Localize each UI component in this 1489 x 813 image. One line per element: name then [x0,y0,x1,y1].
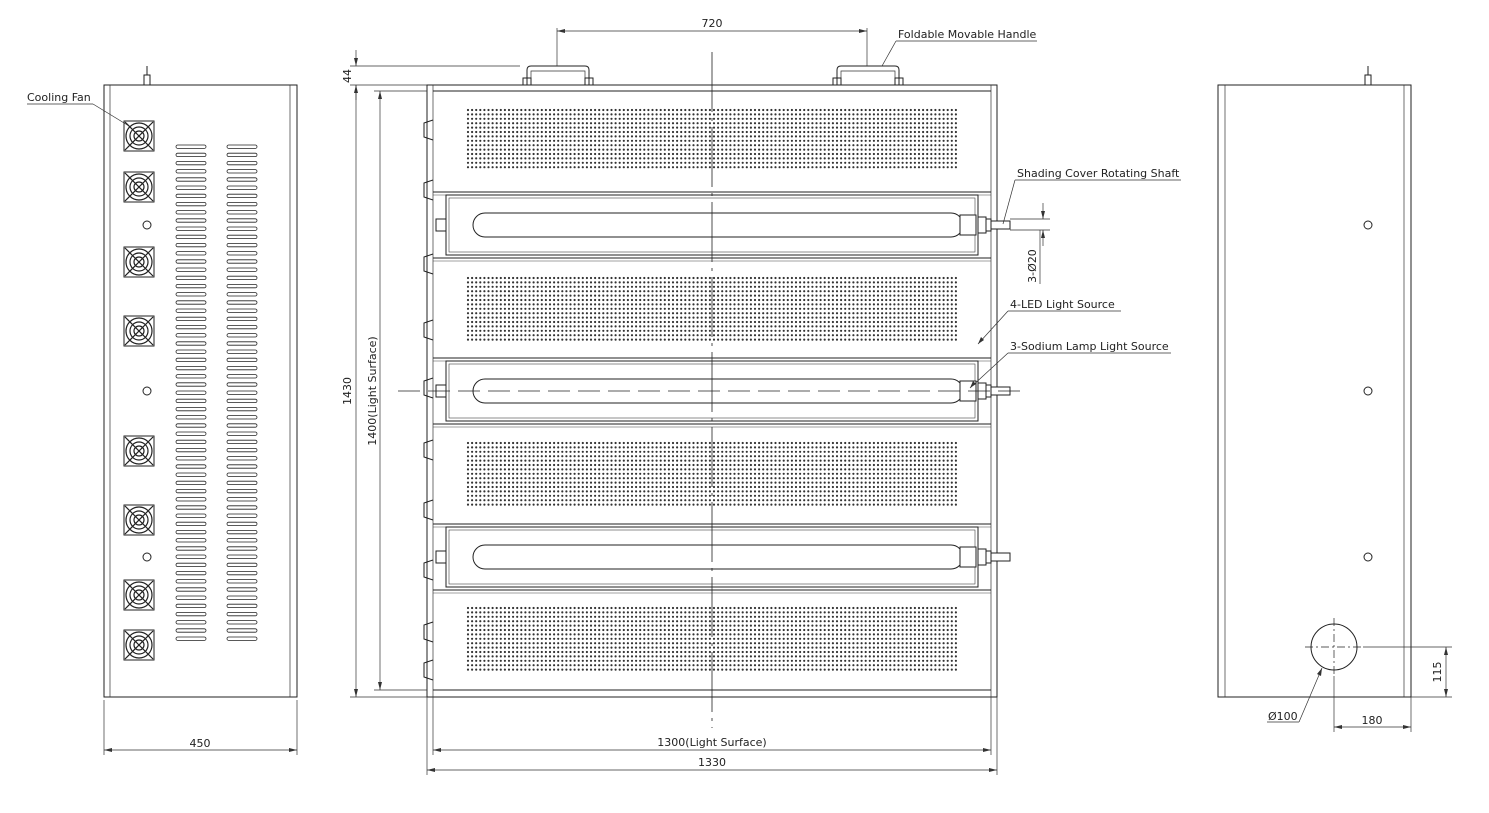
dim-shaft-dia: 3-Ø20 [1010,203,1050,284]
vent-slots [175,144,258,641]
led-callout: 4-LED Light Source [977,298,1121,345]
foldable-handle-label: Foldable Movable Handle [898,28,1037,41]
dim-light-height-label: 1400(Light Surface) [366,336,379,445]
mount-hole [142,552,152,562]
cooling-fan-label: Cooling Fan [27,91,91,104]
dim-hole-y-label: 115 [1431,662,1444,683]
cooling-fan-group [123,120,155,661]
right-side-view [1217,66,1412,698]
shaft-callout: Shading Cover Rotating Shaft [1002,167,1181,225]
dim-total-height-label: 1430 [341,377,354,405]
dim-handle-span-label: 720 [702,17,723,30]
foldable-handle-callout: Foldable Movable Handle [881,28,1037,67]
mount-hole [142,220,152,230]
sodium-source-label: 3-Sodium Lamp Light Source [1010,340,1169,353]
dim-light-height: 1400(Light Surface) [366,90,427,691]
mount-holes-left [142,220,152,562]
rotating-shaft [990,220,1011,230]
dim-top-gap-label: 44 [341,69,354,83]
dim-top-gap: 44 [341,50,520,100]
sodium-callout: 3-Sodium Lamp Light Source [969,340,1171,389]
dim-hole-x-label: 180 [1362,714,1383,727]
dim-hole-y: 115 [1363,646,1452,698]
dim-total-width-label: 1330 [698,756,726,769]
dim-total-height: 1430 [341,85,427,698]
mount-hole [142,386,152,396]
led-source-label: 4-LED Light Source [1010,298,1115,311]
front-view [398,52,1025,728]
side-brackets [423,119,434,681]
rotating-shaft [990,552,1011,562]
cooling-fan-callout: Cooling Fan [27,91,130,127]
dim-hole-x: 180 [1333,676,1412,732]
dim-hole-dia: Ø100 [1267,667,1323,723]
sodium-lamp-tube [472,544,964,570]
dim-total-width: 1330 [426,697,998,775]
dim-shaft-dia-label: 3-Ø20 [1026,249,1039,283]
dim-side-width: 450 [103,700,298,755]
sodium-lamp-tube [472,212,964,238]
dim-light-width-label: 1300(Light Surface) [657,736,766,749]
dim-hole-dia-label: Ø100 [1268,710,1298,723]
dim-handle-span: 720 [556,17,868,66]
dim-light-width: 1300(Light Surface) [432,697,992,755]
handle-right [832,65,904,86]
handle-left [522,65,594,86]
shading-shaft-label: Shading Cover Rotating Shaft [1017,167,1180,180]
left-side-view [103,66,298,698]
dim-side-width-label: 450 [190,737,211,750]
